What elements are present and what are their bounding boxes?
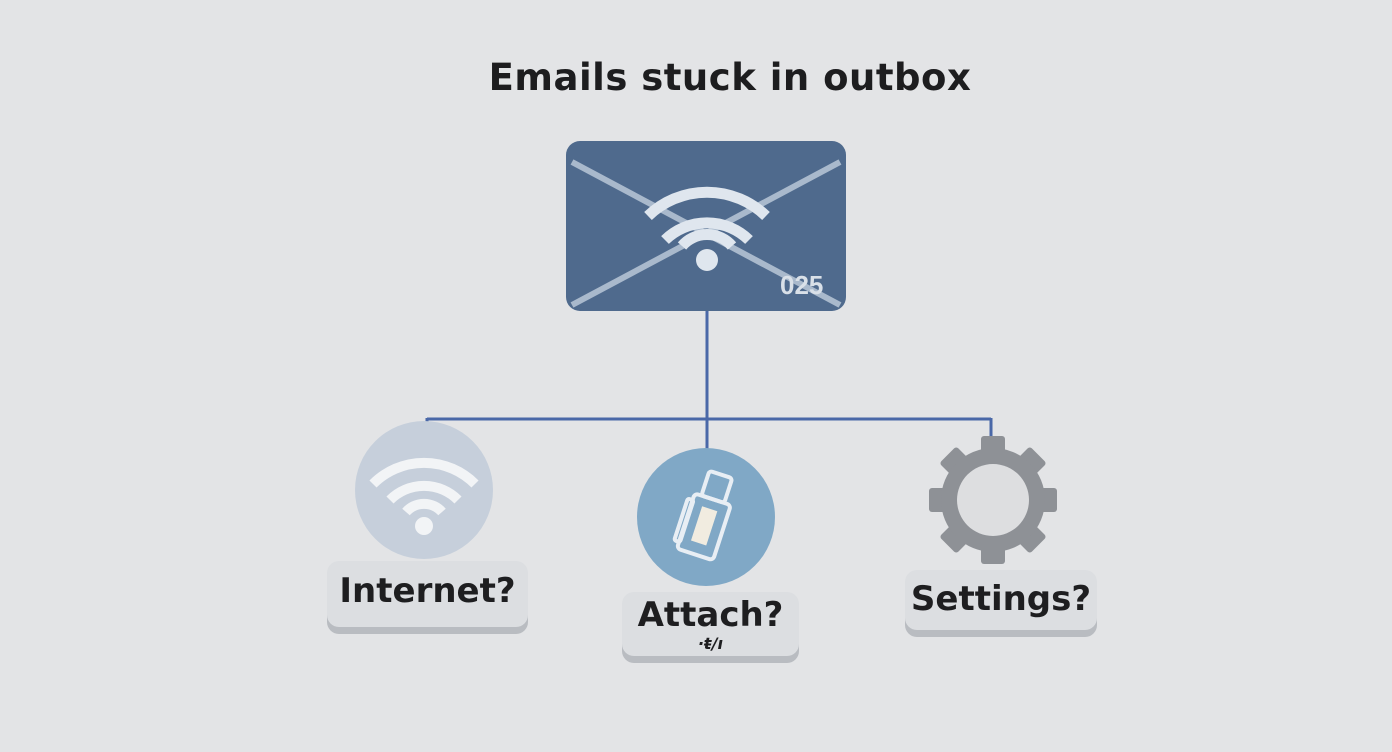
attach-label: Attach?: [637, 595, 784, 635]
internet-label: Internet?: [327, 561, 528, 627]
connector-lines: [425, 311, 993, 450]
envelope-badge: 025: [780, 270, 824, 300]
diagram-title: Emails stuck in outbox: [488, 56, 972, 99]
gear-icon: [929, 436, 1057, 564]
settings-label: Settings?: [905, 570, 1097, 630]
attach-sublabel: ·ŧ/ı: [697, 634, 724, 653]
wifi-icon: [355, 421, 493, 559]
attach-label-box: Attach? ·ŧ/ı: [622, 592, 799, 656]
usb-drive-icon: [637, 448, 775, 586]
envelope-wifi-icon: [566, 141, 846, 311]
